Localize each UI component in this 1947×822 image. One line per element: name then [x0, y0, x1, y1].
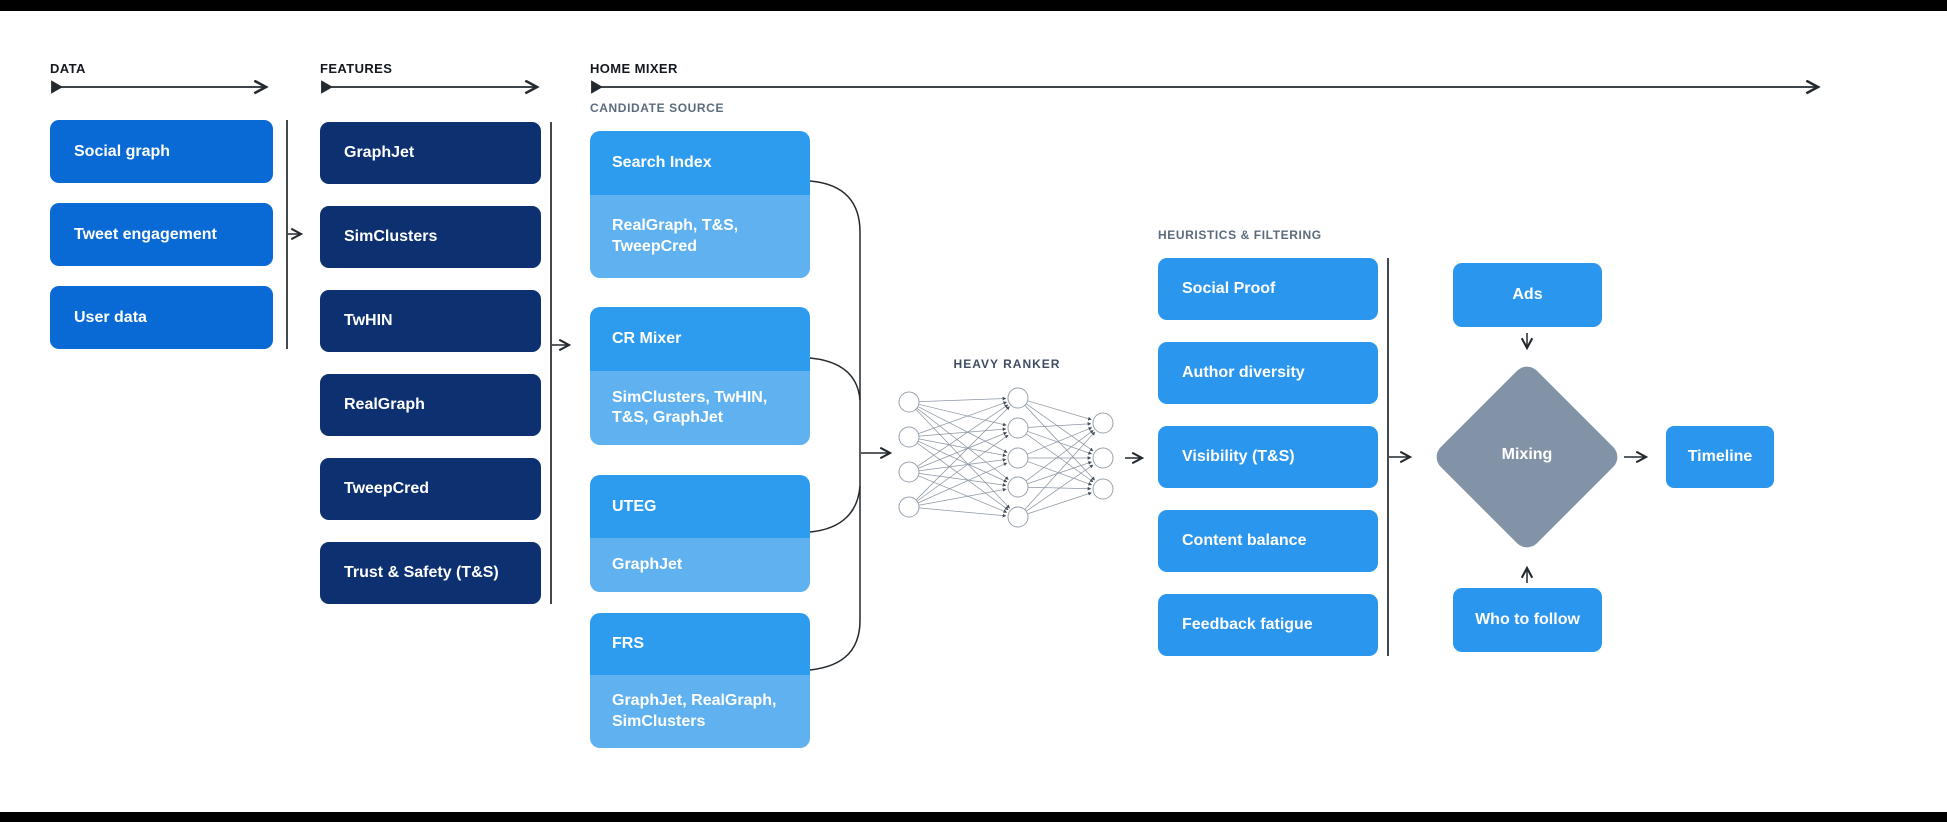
box-timeline: Timeline: [1666, 426, 1774, 488]
box-tweet-engagement: Tweet engagement: [50, 203, 273, 266]
box-ads: Ads: [1453, 263, 1602, 327]
candidate-source-label: CANDIDATE SOURCE: [590, 101, 725, 115]
candidate-search-index-sources: RealGraph, T&S, TweepCred: [590, 195, 810, 278]
box-graphjet: GraphJet: [320, 122, 541, 184]
candidate-connector-uteg: [809, 485, 861, 533]
mixing-diamond-label: Mixing: [1501, 446, 1553, 463]
candidate-uteg-title: UTEG: [590, 475, 810, 538]
candidate-frs-sources: GraphJet, RealGraph, SimClusters: [590, 675, 810, 748]
candidate-box-frs: FRS GraphJet, RealGraph, SimClusters: [590, 613, 810, 748]
box-trust-safety: Trust & Safety (T&S): [320, 542, 541, 604]
candidate-box-search-index: Search Index RealGraph, T&S, TweepCred: [590, 131, 810, 278]
heavy-ranker-label: HEAVY RANKER: [953, 357, 1061, 371]
candidate-frs-title: FRS: [590, 613, 810, 675]
features-section-title: FEATURES: [320, 61, 393, 76]
box-content-balance: Content balance: [1158, 510, 1378, 572]
box-who-to-follow: Who to follow: [1453, 588, 1602, 652]
candidate-uteg-sources: GraphJet: [590, 538, 810, 592]
box-visibility-ts: Visibility (T&S): [1158, 426, 1378, 488]
top-black-bar: [0, 0, 1947, 11]
candidate-connector-main: [809, 180, 861, 671]
heuristics-filtering-label: HEURISTICS & FILTERING: [1158, 228, 1322, 242]
candidate-cr-mixer-title: CR Mixer: [590, 307, 810, 371]
heavy-ranker-network: [898, 387, 1114, 528]
box-twhin: TwHIN: [320, 290, 541, 352]
candidate-search-index-title: Search Index: [590, 131, 810, 195]
home-mixer-section-title: HOME MIXER: [590, 61, 678, 76]
candidate-cr-mixer-sources: SimClusters, TwHIN, T&S, GraphJet: [590, 371, 810, 445]
candidate-box-cr-mixer: CR Mixer SimClusters, TwHIN, T&S, GraphJ…: [590, 307, 810, 445]
box-user-data: User data: [50, 286, 273, 349]
candidate-connector-cr-mixer: [809, 357, 861, 401]
box-tweepcred: TweepCred: [320, 458, 541, 520]
box-social-graph: Social graph: [50, 120, 273, 183]
box-social-proof: Social Proof: [1158, 258, 1378, 320]
box-author-diversity: Author diversity: [1158, 342, 1378, 404]
candidate-box-uteg: UTEG GraphJet: [590, 475, 810, 592]
data-section-title: DATA: [50, 61, 86, 76]
box-realgraph: RealGraph: [320, 374, 541, 436]
box-simclusters: SimClusters: [320, 206, 541, 268]
box-feedback-fatigue: Feedback fatigue: [1158, 594, 1378, 656]
bottom-black-bar: [0, 812, 1947, 822]
